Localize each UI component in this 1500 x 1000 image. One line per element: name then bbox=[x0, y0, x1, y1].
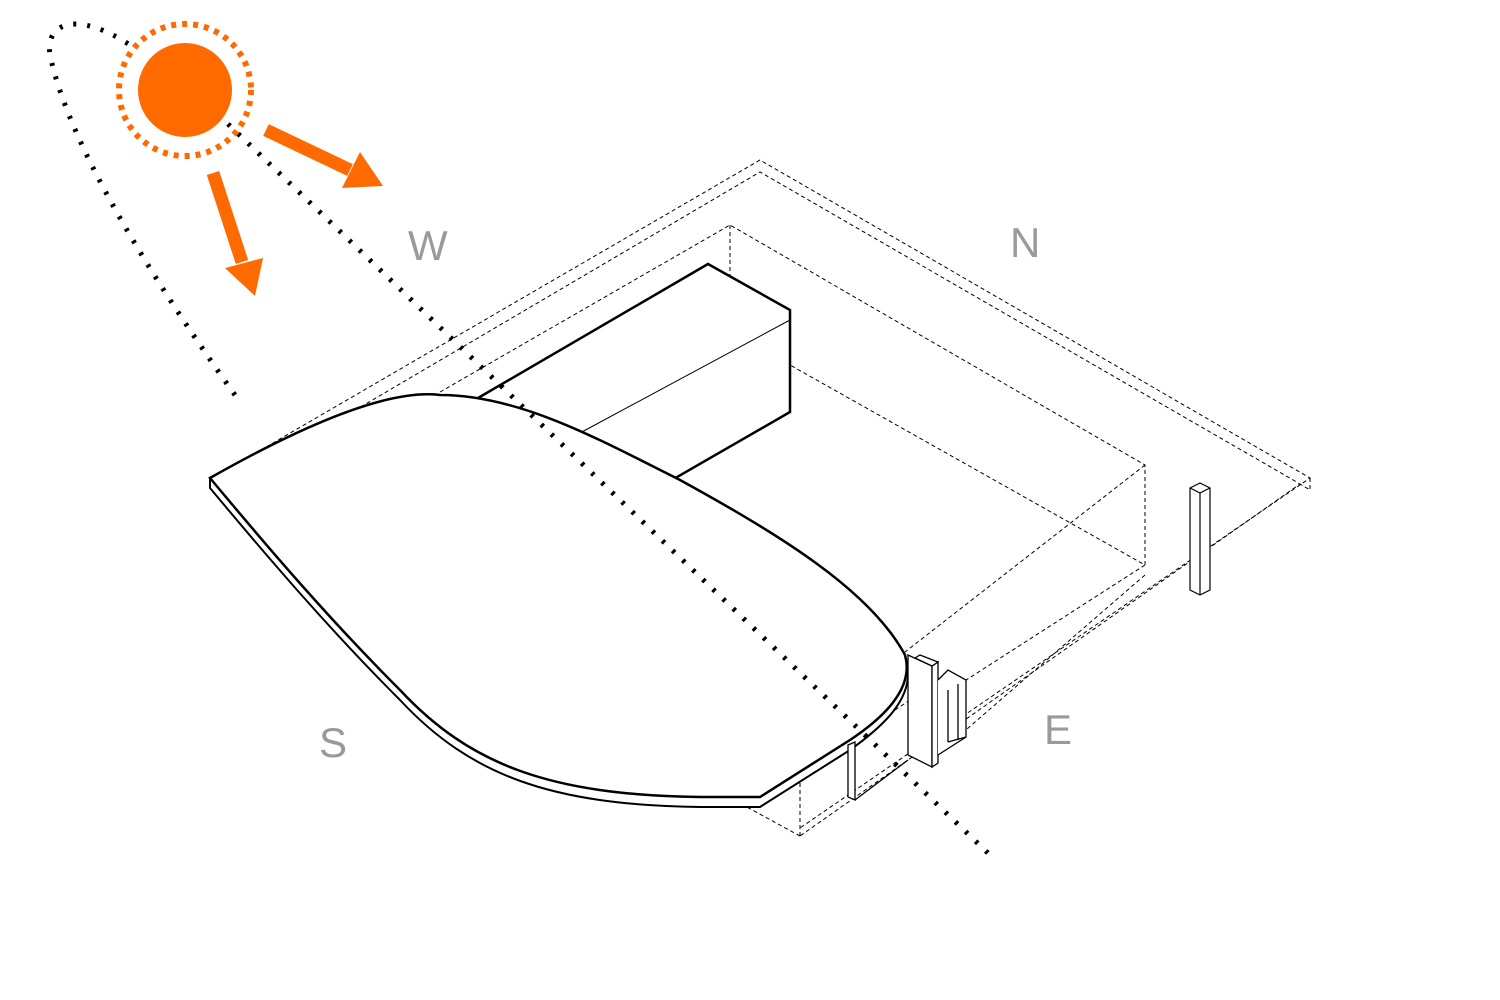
compass-west-label: W bbox=[408, 222, 448, 269]
compass-south-label: S bbox=[319, 719, 347, 766]
compass-east-label: E bbox=[1044, 706, 1072, 753]
east-walls bbox=[847, 653, 967, 801]
leaf-canopy-roof bbox=[208, 393, 910, 808]
column bbox=[1189, 482, 1211, 596]
compass-north-label: N bbox=[1010, 219, 1040, 266]
sun-icon bbox=[116, 21, 254, 159]
sun-ray-arrow-icon bbox=[206, 124, 383, 296]
